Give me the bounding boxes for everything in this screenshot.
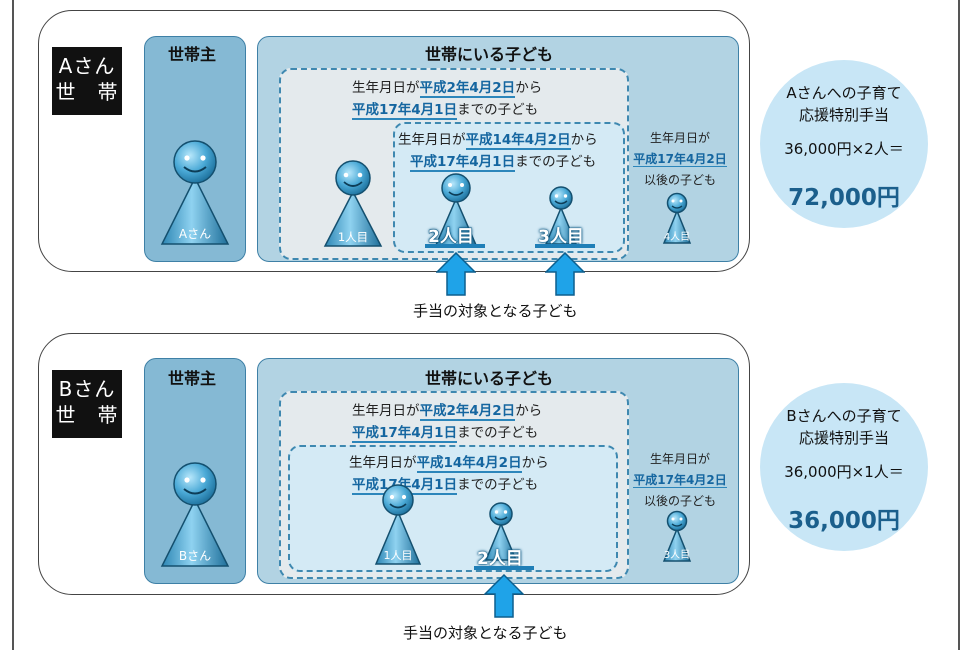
household-a-tag-name: Aさん	[58, 54, 116, 78]
household-a-result: Aさんへの子育て 応援特別手当 36,000円×2人＝ 72,000円	[760, 60, 928, 228]
household-a-inner-range	[393, 122, 625, 253]
household-a-after-note: 生年月日が 平成17年4月2日 以後の子ども	[630, 128, 730, 191]
household-a-tag-word: 世 帯	[55, 80, 119, 104]
household-a-outer-line1: 生年月日が平成2年4月2日から	[352, 76, 543, 98]
after-line3: 以後の子ども	[643, 494, 716, 508]
household-b-after-note: 生年月日が 平成17年4月2日 以後の子ども	[630, 449, 730, 512]
household-b-child3: 3人目	[662, 510, 692, 562]
household-b-child2	[484, 502, 518, 561]
household-b-result: Bさんへの子育て 応援特別手当 36,000円×1人＝ 36,000円	[760, 383, 928, 551]
outer-mid: から	[515, 80, 543, 96]
household-a-child2-underline	[425, 244, 485, 248]
person-label: Bさん	[179, 549, 211, 563]
child-label: 4人目	[664, 231, 690, 243]
household-b-outer-line2: 平成17年4月1日までの子ども	[352, 421, 539, 443]
household-b-child2-label: 2人目	[477, 549, 523, 569]
household-b-inner-line1: 生年月日が平成14年4月2日から	[349, 451, 549, 473]
household-b-outer-line1: 生年月日が平成2年4月2日から	[352, 399, 543, 421]
household-b-children-title: 世帯にいる子ども	[425, 369, 554, 388]
outer-prefix: 生年月日が	[352, 403, 420, 419]
outer-mid: から	[515, 403, 543, 419]
household-a-tag: Aさん 世 帯	[52, 47, 122, 115]
outer-suffix: までの子ども	[457, 425, 539, 441]
household-b-head-title: 世帯主	[168, 369, 217, 388]
after-date: 平成17年4月2日	[633, 152, 727, 167]
household-b-tag: Bさん 世 帯	[52, 370, 122, 438]
inner-date-to: 平成17年4月1日	[410, 154, 516, 172]
inner-prefix: 生年月日が	[398, 132, 466, 148]
result-amount: 72,000円	[788, 185, 900, 211]
household-b-tag-word: 世 帯	[55, 403, 119, 427]
household-a-child3	[544, 186, 578, 245]
household-b-inner-range	[288, 445, 618, 572]
household-a-children-title: 世帯にいる子ども	[425, 45, 554, 64]
inner-mid: から	[521, 455, 549, 471]
page-left-rule	[12, 0, 14, 650]
person-label: Aさん	[179, 227, 211, 241]
child-label: 1人目	[384, 549, 413, 562]
result-title2: 応援特別手当	[798, 106, 889, 124]
household-b-tag-name: Bさん	[58, 377, 116, 401]
household-a-head-title: 世帯主	[168, 45, 217, 64]
household-a-child1: 1人目	[323, 160, 383, 247]
page-right-rule	[958, 0, 960, 650]
inner-date-from: 平成14年4月2日	[465, 132, 571, 150]
outer-date-from: 平成2年4月2日	[419, 80, 516, 98]
inner-suffix: までの子ども	[515, 154, 597, 170]
result-title1: Aさんへの子育て	[786, 84, 902, 102]
outer-suffix: までの子ども	[457, 102, 539, 118]
child-label: 3人目	[664, 549, 690, 561]
inner-prefix: 生年月日が	[349, 455, 417, 471]
inner-date-from: 平成14年4月2日	[416, 455, 522, 473]
outer-prefix: 生年月日が	[352, 80, 420, 96]
result-amount: 36,000円	[788, 508, 900, 534]
result-title2: 応援特別手当	[798, 429, 889, 447]
child-label: 1人目	[338, 230, 368, 244]
after-date: 平成17年4月2日	[633, 473, 727, 488]
household-b-child2-underline	[474, 566, 534, 570]
outer-date-from: 平成2年4月2日	[419, 403, 516, 421]
household-a-arrow-caption: 手当の対象となる子ども	[413, 302, 578, 320]
household-a-child3-underline	[535, 244, 595, 248]
inner-date-to: 平成17年4月1日	[352, 477, 458, 495]
outer-date-to: 平成17年4月1日	[352, 102, 458, 120]
household-a-arrow-1	[436, 252, 476, 296]
outer-date-to: 平成17年4月1日	[352, 425, 458, 443]
household-b-head-person: Bさん	[160, 462, 230, 567]
inner-suffix: までの子ども	[457, 477, 539, 493]
result-formula: 36,000円×2人＝	[784, 140, 904, 158]
household-b-inner-line2: 平成17年4月1日までの子ども	[352, 473, 539, 495]
result-title1: Bさんへの子育て	[786, 407, 902, 425]
household-b-arrow-caption: 手当の対象となる子ども	[403, 624, 568, 642]
household-a-child2	[434, 173, 478, 246]
household-a-inner-line2: 平成17年4月1日までの子ども	[410, 150, 597, 172]
inner-mid: から	[570, 132, 598, 148]
after-line1: 生年月日が	[649, 452, 710, 466]
household-a-child3-label: 3人目	[538, 227, 584, 247]
household-a-child2-label: 2人目	[428, 227, 475, 248]
after-line3: 以後の子ども	[643, 173, 716, 187]
household-a-arrow-2	[545, 252, 585, 296]
household-a-inner-line1: 生年月日が平成14年4月2日から	[398, 128, 598, 150]
household-b-child1: 1人目	[374, 484, 422, 565]
household-b-arrow	[484, 574, 524, 618]
household-a-child4: 4人目	[662, 192, 692, 244]
result-formula: 36,000円×1人＝	[784, 463, 904, 481]
after-line1: 生年月日が	[649, 131, 710, 145]
household-a-outer-line2: 平成17年4月1日までの子ども	[352, 98, 539, 120]
household-a-head-person: Aさん	[160, 140, 230, 245]
